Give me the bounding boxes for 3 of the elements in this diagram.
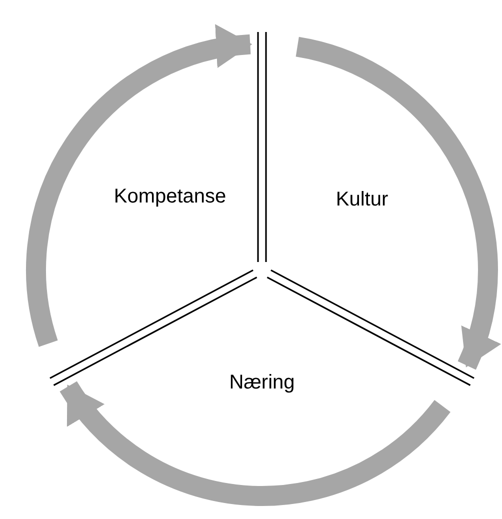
sector-label: Kultur (336, 188, 388, 212)
sector-label: Kompetanse (114, 186, 226, 208)
sector-label: Næring (229, 372, 295, 394)
